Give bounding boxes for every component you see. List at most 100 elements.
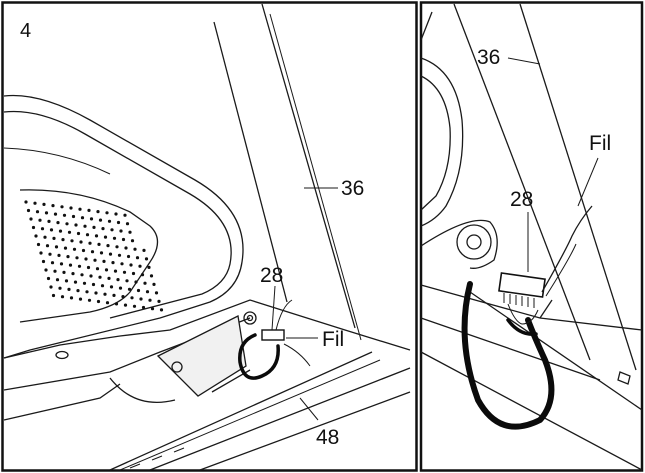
label-connector-28-closeup: 28 [510, 188, 533, 211]
wire-harness-icon-closeup [461, 205, 593, 430]
vent-hole [100, 284, 105, 288]
vent-hole [90, 250, 95, 254]
vent-hole [24, 200, 28, 204]
vent-hole [130, 296, 134, 300]
vent-hole [139, 297, 143, 301]
deck-rails-closeup [420, 284, 643, 471]
vent-hole [89, 217, 94, 221]
vent-hole [91, 282, 96, 287]
vent-hole [31, 225, 36, 230]
vent-hole [113, 269, 118, 273]
vent-hole [80, 273, 84, 277]
vent-hole [152, 282, 156, 286]
vent-hole [44, 211, 49, 215]
vent-hole [116, 278, 120, 282]
vent-hole [109, 285, 114, 289]
vent-hole [60, 295, 65, 299]
vent-hole [87, 208, 91, 212]
vent-hole [145, 290, 150, 294]
vent-hole [61, 238, 65, 242]
vent-hole [130, 239, 135, 243]
vent-hole [76, 231, 81, 236]
vent-hole [53, 212, 58, 216]
vent-hole [101, 227, 105, 231]
vent-hole [104, 268, 109, 272]
vent-hole [60, 205, 64, 209]
vent-hole [75, 256, 79, 260]
vent-hole [79, 240, 83, 244]
vent-hole [51, 204, 55, 208]
vent-hole [78, 207, 82, 211]
vent-hole [45, 244, 50, 248]
label-wire-fil: Fil [322, 328, 344, 351]
vent-hole [129, 263, 133, 267]
vent-hole [35, 210, 40, 214]
vent-hole [43, 235, 47, 239]
vent-hole [142, 248, 146, 252]
vent-hole [107, 276, 111, 280]
vent-hole [47, 219, 51, 223]
vent-hole [105, 211, 109, 215]
vent-hole [114, 302, 119, 306]
vent-hole [58, 229, 63, 233]
vent-hole [38, 218, 42, 222]
vent-hole [83, 224, 87, 228]
vent-hole [117, 253, 122, 257]
vent-hole [41, 259, 46, 264]
vent-hole [141, 305, 146, 310]
vent-hole [102, 259, 106, 263]
upright-frame-left [213, 3, 362, 341]
connector-icon [261, 329, 285, 341]
vent-hole [39, 251, 43, 255]
vent-hole [123, 213, 127, 217]
vent-hole [34, 234, 38, 238]
vent-hole [52, 236, 56, 240]
vent-hole [49, 228, 54, 232]
vent-hole [97, 242, 101, 246]
vent-hole [69, 206, 73, 210]
vent-hole [58, 286, 62, 290]
vent-hole [78, 297, 83, 301]
vent-hole [42, 202, 46, 206]
vent-grid [24, 200, 164, 312]
vent-hole [53, 269, 57, 273]
vent-hole [126, 254, 131, 259]
vent-hole [29, 217, 33, 221]
vent-hole [105, 301, 110, 305]
vent-hole [125, 279, 129, 283]
vent-hole [112, 236, 117, 240]
vent-hole [67, 230, 72, 234]
vent-hole [99, 251, 104, 255]
step-number: 4 [20, 20, 31, 42]
vent-hole [121, 237, 126, 242]
vent-hole [111, 261, 115, 265]
vent-hole [108, 252, 113, 256]
vent-hole [131, 271, 136, 276]
vent-hole [115, 245, 119, 249]
vent-hole [85, 233, 90, 237]
vent-hole [26, 208, 31, 213]
vent-hole [84, 257, 88, 261]
vent-hole [114, 212, 118, 216]
vent-hole [67, 287, 71, 291]
vent-hole [93, 258, 97, 262]
right-panel-border [419, 1, 644, 472]
vent-hole [98, 275, 102, 279]
vent-hole [71, 272, 75, 276]
vent-hole [140, 273, 145, 277]
vent-hole [49, 285, 53, 289]
vent-hole [96, 299, 101, 304]
vent-hole [98, 218, 103, 222]
vent-hole [87, 298, 92, 302]
vent-hole [112, 293, 116, 297]
vent-hole [138, 264, 142, 268]
vent-hole [85, 290, 89, 294]
vent-hole [74, 223, 78, 227]
vent-hole [133, 247, 137, 251]
vent-hole [72, 247, 77, 251]
vent-hole [96, 210, 100, 214]
vent-hole [118, 286, 123, 290]
vent-hole [33, 201, 37, 205]
label-frame-36: 36 [341, 177, 364, 200]
